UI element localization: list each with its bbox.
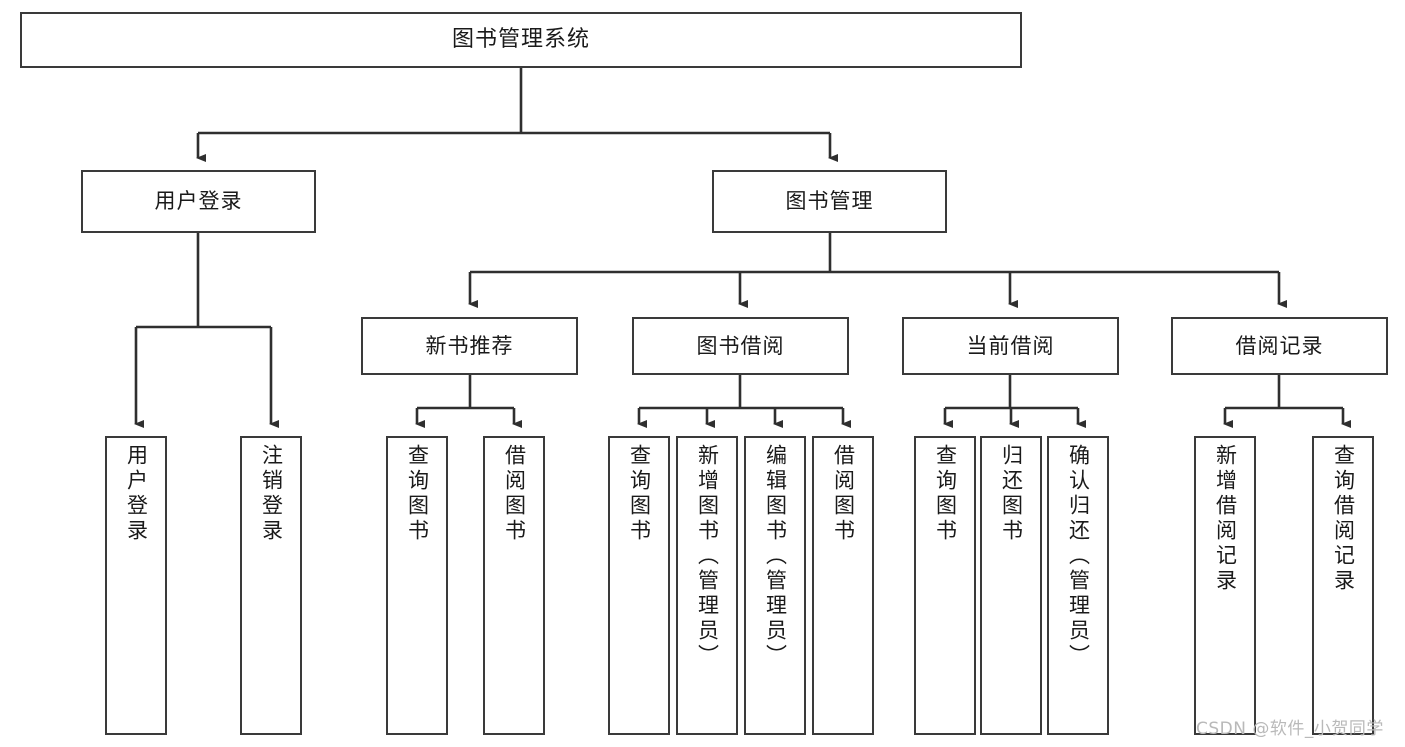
leaf-logout-login[interactable]: 注销登录 bbox=[240, 436, 302, 735]
leaf-confirm-return-admin[interactable]: 确认归还（管理员） bbox=[1047, 436, 1109, 735]
node-new-book-recommend[interactable]: 新书推荐 bbox=[361, 317, 578, 375]
node-label: 借阅图书 bbox=[831, 444, 856, 544]
node-label: 新增借阅记录 bbox=[1213, 444, 1238, 594]
leaf-query-book-borrow[interactable]: 查询图书 bbox=[608, 436, 670, 735]
node-borrow-record[interactable]: 借阅记录 bbox=[1171, 317, 1388, 375]
leaf-query-book-recommend[interactable]: 查询图书 bbox=[386, 436, 448, 735]
leaf-borrow-book-recommend[interactable]: 借阅图书 bbox=[483, 436, 545, 735]
node-book-borrow[interactable]: 图书借阅 bbox=[632, 317, 849, 375]
node-book-management[interactable]: 图书管理 bbox=[712, 170, 947, 233]
node-label: 图书管理 bbox=[785, 189, 874, 213]
node-label: 借阅记录 bbox=[1235, 333, 1324, 358]
node-label: 新书推荐 bbox=[425, 333, 514, 358]
leaf-user-login[interactable]: 用户登录 bbox=[105, 436, 167, 735]
leaf-query-book-current[interactable]: 查询图书 bbox=[914, 436, 976, 735]
node-label: 确认归还（管理员） bbox=[1066, 444, 1091, 669]
leaf-query-borrow-record[interactable]: 查询借阅记录 bbox=[1312, 436, 1374, 735]
node-root-book-management-system[interactable]: 图书管理系统 bbox=[20, 12, 1022, 68]
node-current-borrow[interactable]: 当前借阅 bbox=[902, 317, 1119, 375]
leaf-add-borrow-record[interactable]: 新增借阅记录 bbox=[1194, 436, 1256, 735]
node-label: 借阅图书 bbox=[502, 444, 527, 544]
node-user-login[interactable]: 用户登录 bbox=[81, 170, 316, 233]
node-label: 当前借阅 bbox=[966, 333, 1055, 358]
leaf-edit-book-admin[interactable]: 编辑图书（管理员） bbox=[744, 436, 806, 735]
node-label: 用户登录 bbox=[124, 444, 149, 544]
leaf-add-book-admin[interactable]: 新增图书（管理员） bbox=[676, 436, 738, 735]
csdn-watermark: CSDN @软件_小贺同学 bbox=[1196, 719, 1384, 739]
leaf-return-book[interactable]: 归还图书 bbox=[980, 436, 1042, 735]
node-label: 图书借阅 bbox=[696, 333, 785, 358]
node-label: 用户登录 bbox=[154, 189, 243, 213]
node-label: 查询借阅记录 bbox=[1331, 444, 1356, 594]
node-label: 注销登录 bbox=[259, 444, 284, 544]
leaf-borrow-book[interactable]: 借阅图书 bbox=[812, 436, 874, 735]
node-label: 新增图书（管理员） bbox=[695, 444, 720, 669]
node-label: 编辑图书（管理员） bbox=[763, 444, 788, 669]
node-label: 查询图书 bbox=[405, 444, 430, 544]
node-label: 查询图书 bbox=[933, 444, 958, 544]
node-label: 查询图书 bbox=[627, 444, 652, 544]
node-label: 图书管理系统 bbox=[451, 27, 590, 52]
node-label: 归还图书 bbox=[999, 444, 1024, 544]
